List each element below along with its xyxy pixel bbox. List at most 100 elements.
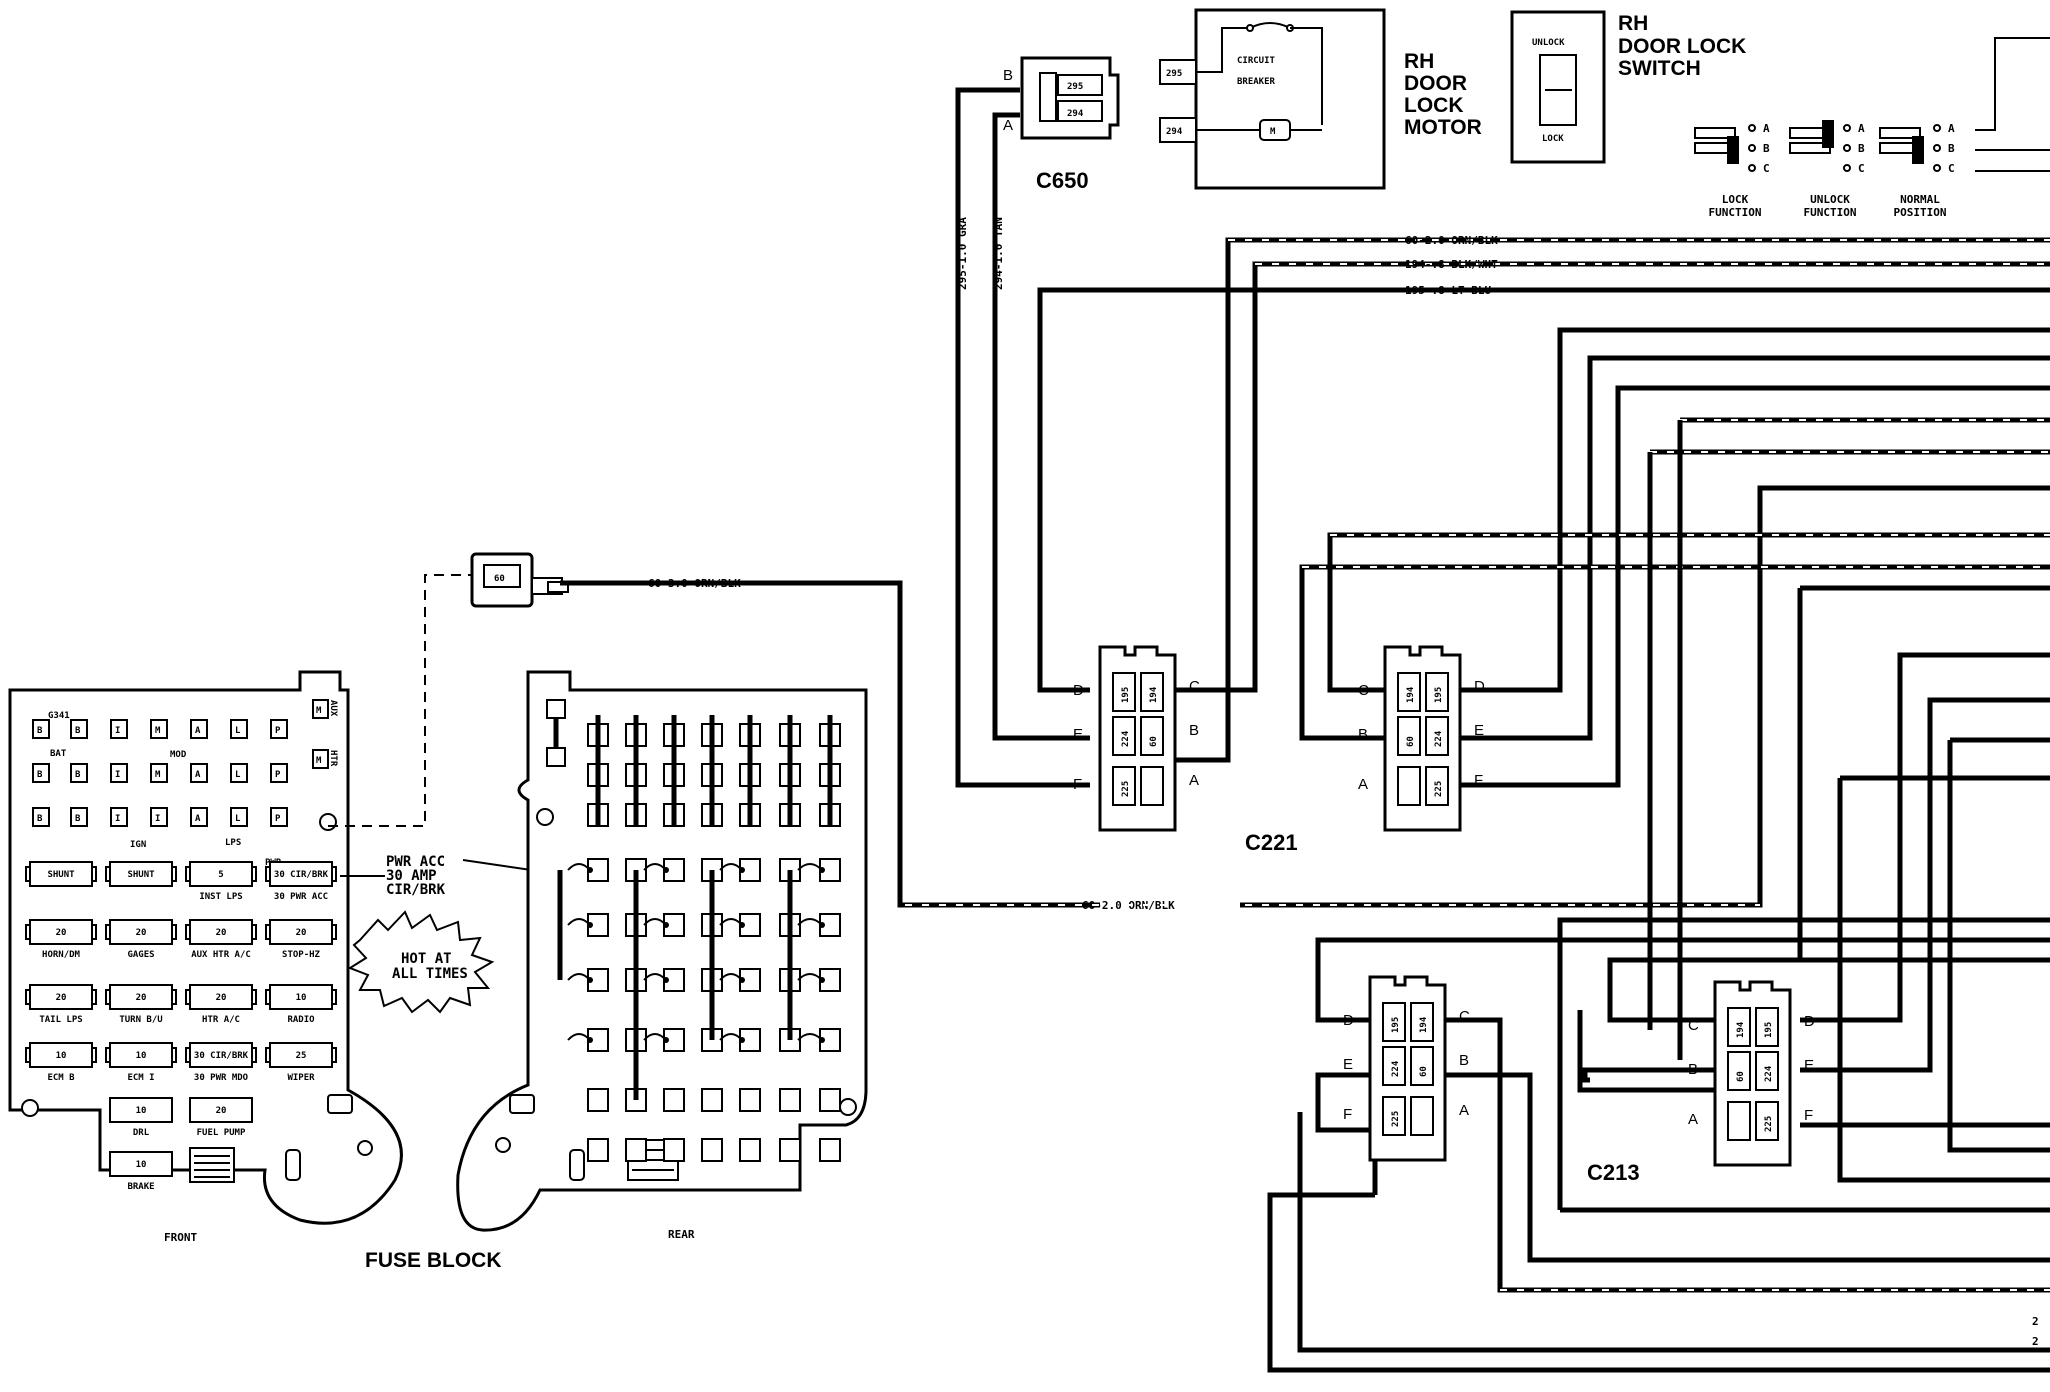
svg-text:B: B — [1459, 1052, 1469, 1069]
svg-text:60: 60 — [1406, 736, 1416, 747]
svg-text:C: C — [1459, 1008, 1470, 1025]
svg-text:A: A — [1358, 776, 1368, 793]
svg-text:225: 225 — [1391, 1111, 1401, 1127]
svg-text:225: 225 — [1121, 781, 1131, 797]
terminal: I — [110, 807, 128, 827]
fuse-value: 20 — [136, 928, 147, 938]
fuse-value: 20 — [56, 993, 67, 1003]
fuse-label: FUEL PUMP — [197, 1128, 246, 1138]
hot-at-all-times-badge: HOT AT ALL TIMES — [347, 910, 495, 1014]
svg-text:DOOR: DOOR — [1404, 72, 1467, 95]
svg-text:B: B — [1189, 722, 1199, 739]
fuse-label: TAIL LPS — [39, 1015, 82, 1025]
svg-text:60-2.0 ORN/BLK: 60-2.0 ORN/BLK — [1405, 234, 1498, 247]
svg-text:224: 224 — [1121, 730, 1131, 747]
terminal: B — [32, 807, 50, 827]
mod-label: MOD — [170, 750, 187, 760]
svg-text:D: D — [1474, 678, 1485, 695]
svg-text:B: B — [75, 814, 81, 824]
fuse-label: TURN B/U — [119, 1015, 162, 1025]
svg-text:POSITION: POSITION — [1894, 206, 1947, 219]
fuse-label: 30 PWR ACC — [274, 892, 328, 902]
fuse-value: 20 — [216, 1106, 227, 1116]
fuse-value: 10 — [56, 1051, 67, 1061]
svg-text:E: E — [1804, 1057, 1814, 1074]
svg-text:E: E — [1474, 722, 1484, 739]
svg-text:225: 225 — [1434, 781, 1444, 797]
terminal: A — [190, 763, 208, 783]
svg-text:60: 60 — [1736, 1071, 1746, 1082]
connector-60-label: 60 — [494, 574, 505, 584]
svg-text:B: B — [75, 770, 81, 780]
fuse: SHUNT — [25, 861, 97, 887]
fuse-block-front: G341 MOD BAT IGN LPS PWR M AUX M HTR BBI… — [8, 670, 403, 1244]
g341-label: G341 — [48, 711, 70, 721]
fuse-label: ECM B — [47, 1073, 75, 1083]
svg-text:L: L — [235, 814, 241, 824]
svg-text:D: D — [1804, 1013, 1815, 1030]
svg-text:C: C — [1763, 162, 1770, 175]
svg-text:C: C — [1948, 162, 1955, 175]
svg-text:30 AMP: 30 AMP — [386, 868, 437, 884]
switch-positions: ABCLOCKFUNCTIONABCUNLOCKFUNCTIONABCNORMA… — [1694, 120, 1955, 219]
fuse-label: STOP-HZ — [282, 950, 321, 960]
ign-label: IGN — [130, 840, 146, 850]
rear-label: REAR — [668, 1228, 695, 1241]
svg-text:60-3.0 ORN/BLK: 60-3.0 ORN/BLK — [648, 577, 741, 590]
svg-text:195: 195 — [1764, 1022, 1774, 1038]
svg-text:M: M — [1270, 127, 1276, 137]
fuse-label: GAGES — [127, 950, 154, 960]
connector-60: 60 — [470, 552, 569, 608]
svg-text:295-1.0 GRA: 295-1.0 GRA — [956, 217, 969, 290]
svg-text:MOTOR: MOTOR — [1404, 116, 1482, 139]
svg-text:CIRCUIT: CIRCUIT — [1237, 56, 1276, 66]
svg-text:A: A — [1948, 122, 1955, 135]
fuse-label: RADIO — [287, 1015, 315, 1025]
htr-label: HTR — [328, 750, 338, 767]
svg-text:195: 195 — [1121, 687, 1131, 703]
fuse-value: 20 — [216, 993, 227, 1003]
svg-text:A: A — [1763, 122, 1770, 135]
svg-text:M: M — [316, 706, 322, 716]
svg-text:I: I — [155, 814, 160, 824]
fuse-block-rear: REAR — [456, 670, 868, 1241]
fuse-label: AUX HTR A/C — [191, 950, 251, 960]
svg-text:294: 294 — [1166, 127, 1183, 137]
svg-text:D: D — [1343, 1012, 1354, 1029]
lps-label: LPS — [225, 838, 241, 848]
svg-text:B: B — [1688, 1061, 1698, 1078]
svg-text:194: 194 — [1406, 686, 1416, 703]
svg-text:DOOR LOCK: DOOR LOCK — [1618, 35, 1746, 58]
svg-text:M: M — [155, 726, 161, 736]
svg-text:L: L — [235, 726, 241, 736]
rh-door-lock-motor: 295 294 CIRCUIT BREAKER M RH DOOR LOCK M… — [1159, 8, 1482, 190]
svg-text:A: A — [1688, 1111, 1698, 1128]
terminal: L — [230, 719, 248, 739]
svg-text:LOCK: LOCK — [1542, 134, 1564, 144]
svg-text:224: 224 — [1764, 1065, 1774, 1082]
fuse-value: 10 — [136, 1106, 147, 1116]
svg-text:SWITCH: SWITCH — [1618, 57, 1701, 80]
svg-text:B: B — [37, 726, 43, 736]
fuse-value: 30 CIR/BRK — [274, 870, 329, 880]
svg-text:195: 195 — [1434, 687, 1444, 703]
svg-text:224: 224 — [1391, 1060, 1401, 1077]
svg-text:B: B — [37, 814, 43, 824]
terminal: L — [230, 807, 248, 827]
c650-label: C650 — [1036, 168, 1089, 193]
svg-text:I: I — [115, 814, 120, 824]
